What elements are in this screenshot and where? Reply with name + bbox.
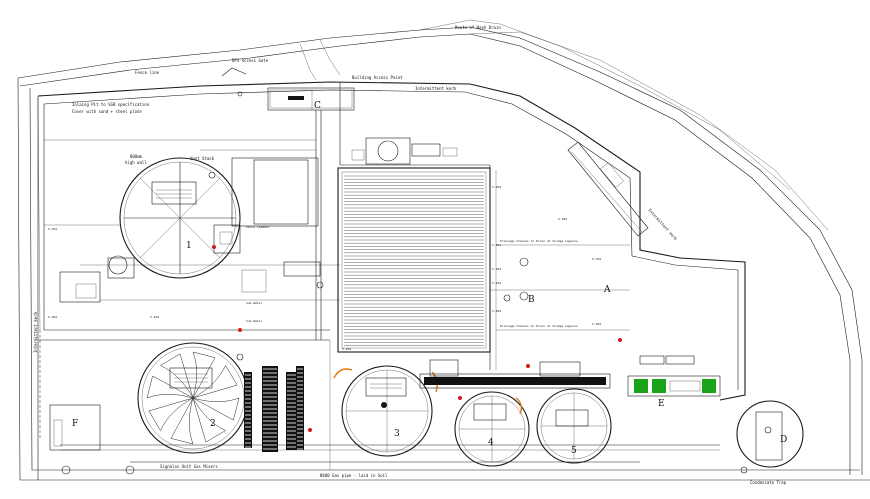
zone-b: B <box>528 295 535 305</box>
top-building <box>267 87 355 111</box>
digester-5-number: 5 <box>571 446 577 456</box>
ladder-racks <box>244 366 304 452</box>
condensate-label: Condensate Trap <box>750 480 787 485</box>
bottom-labels: Signalos Unit Gas Mixers Ø400 Gas pipe -… <box>160 464 388 478</box>
fan-blade <box>192 397 240 421</box>
level-7: 5.30m <box>558 217 567 221</box>
sludge-label-1: Drainage Channel to Drain at Sludge Lago… <box>500 239 578 243</box>
zone-e: E <box>658 399 665 409</box>
vent-stack-label: Vent Stack <box>190 156 215 161</box>
digester-4-number: 4 <box>488 438 494 448</box>
zone-letters: A B C D E F <box>72 101 787 445</box>
main-building <box>337 167 491 353</box>
condensate-trap: Condensate Trap <box>736 400 804 485</box>
fan-blade <box>159 353 194 399</box>
note-line-1: Inlaing Pit to SSB specification <box>72 102 150 107</box>
digester-2: 2 <box>137 342 249 454</box>
level-3: 5.25m <box>492 243 501 247</box>
digester-1-number: 1 <box>186 241 192 251</box>
red-valves <box>212 245 622 432</box>
level-1: 5.25m <box>342 347 351 351</box>
tank1-note-line-1: 800mm <box>130 154 143 159</box>
markers <box>59 257 529 361</box>
inclined-structure: Intermittent kerb <box>567 141 679 242</box>
level-11: 5.50m <box>48 315 57 319</box>
level-12: 5.55m <box>48 227 57 231</box>
fence-label: Fence line <box>135 70 160 75</box>
level-4: 5.10m <box>492 267 501 271</box>
pipe-network <box>44 82 720 470</box>
road-label: Route of Wash Drain <box>455 25 501 30</box>
digester-5: 5 <box>536 388 612 464</box>
sludge-label-2: Drainage Channel to Drain at Sludge Lago… <box>500 324 578 328</box>
tank1-note-line-2: high wall <box>125 160 147 165</box>
digester-4: 4 <box>454 391 530 467</box>
level-6: 5.20m <box>492 309 501 313</box>
digester-1: 1 800mm high wall Vent Stack <box>108 154 241 279</box>
bay-f <box>49 404 135 475</box>
signalos-label: Signalos Unit Gas Mixers <box>160 464 218 469</box>
zone-d: D <box>780 435 787 445</box>
boundary-lines <box>17 19 870 481</box>
intermittent-kerb-label-top: Intermittent kerb <box>415 86 457 91</box>
fan-blade <box>192 364 238 399</box>
gate-label: DFS Access Gate <box>232 58 269 63</box>
digester-3: 3 <box>333 365 439 457</box>
digester-2-blades <box>146 351 240 445</box>
fan-blade <box>148 397 194 432</box>
zone-c: C <box>314 101 321 111</box>
zone-f: F <box>72 419 78 429</box>
intermittent-kerb-label-left: Intermittent kerb <box>33 311 38 353</box>
machinery-top <box>351 137 458 165</box>
gas-pipe-label: Ø400 Gas pipe - laid in Soil <box>320 473 388 478</box>
sub-water-label-2: Sub Water <box>246 319 262 323</box>
digester-2-number: 2 <box>210 419 216 429</box>
fan-blade <box>170 397 194 445</box>
sub-water-label-1: Sub Water <box>246 301 262 305</box>
ladder-rack <box>296 366 304 450</box>
intermittent-kerb-label-right: Intermittent kerb <box>647 207 679 241</box>
top-labels: Route of Wash Drain Fence line DFS Acces… <box>72 25 501 114</box>
level-2: 5.25m <box>492 185 501 189</box>
grid-panel <box>231 157 319 227</box>
zone-a: A <box>603 285 611 295</box>
level-8: 5.35m <box>592 257 601 261</box>
gate <box>221 67 247 97</box>
green-equipment <box>627 355 721 397</box>
valve-chamber-label: Valve Chamber <box>246 225 270 229</box>
level-9: 5.40m <box>592 322 601 326</box>
level-10: 5.45m <box>150 315 159 319</box>
gas-bridge <box>419 359 611 389</box>
mid-labels: Drainage Channel to Drain at Sludge Lago… <box>33 185 601 353</box>
fan-blade <box>192 397 227 443</box>
level-5: 5.15m <box>492 281 501 285</box>
building-hatching <box>344 175 484 346</box>
ladder-rack <box>244 372 252 448</box>
building-access-label: Building Access Point <box>352 75 403 80</box>
fence-perimeter <box>37 81 746 480</box>
fan-blade <box>146 375 194 399</box>
digester-3-number: 3 <box>394 429 400 439</box>
note-line-2: Cover with sand + steel plate <box>72 109 142 114</box>
